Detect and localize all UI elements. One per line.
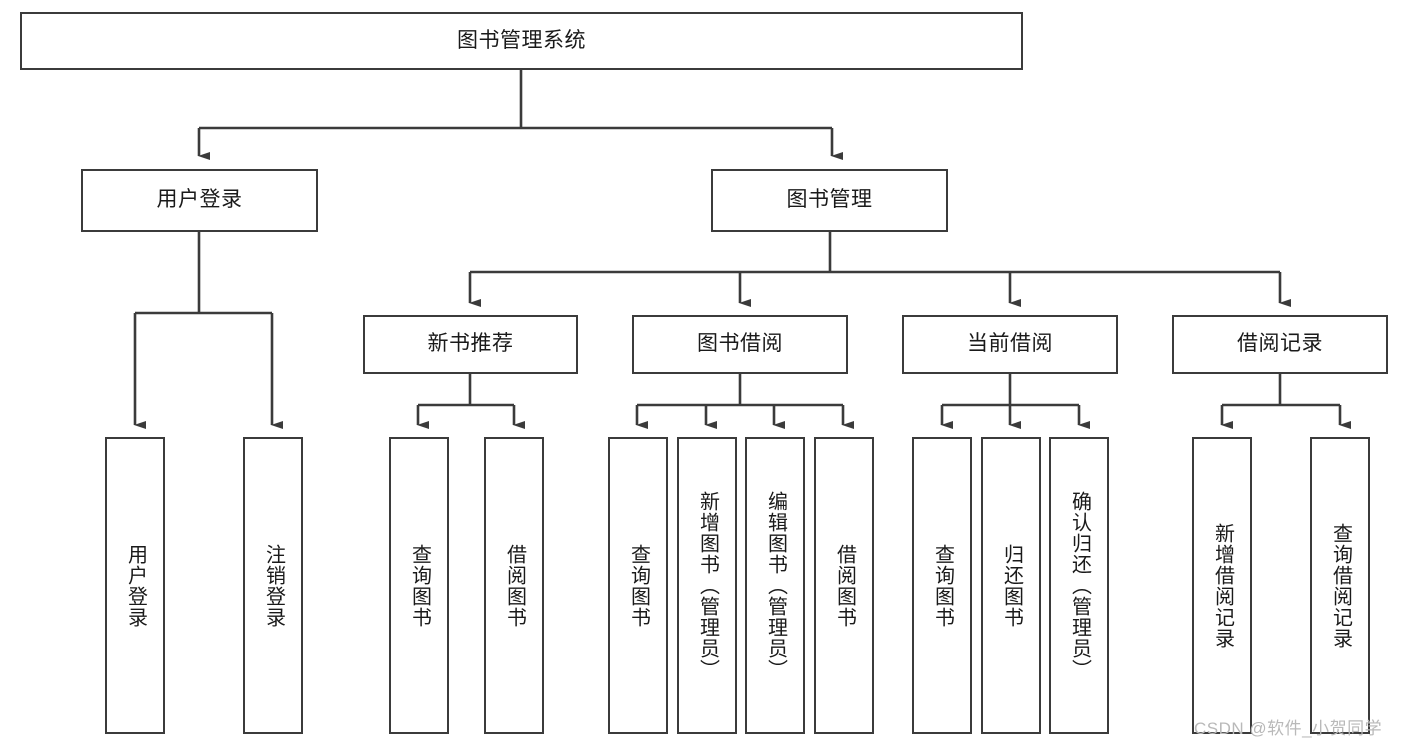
leaf-logout[interactable]: 注销登录 [243,437,303,734]
leaf-newrec-borrow-book[interactable]: 借阅图书 [484,437,544,734]
node-book-borrow-label: 图书借阅 [697,332,783,356]
leaf-current-return-book-label: 归还图书 [1000,543,1023,628]
node-new-book-recommend[interactable]: 新书推荐 [363,315,578,374]
leaf-borrow-borrow-book[interactable]: 借阅图书 [814,437,874,734]
leaf-logout-label: 注销登录 [262,543,285,628]
leaf-newrec-query-book[interactable]: 查询图书 [389,437,449,734]
node-new-book-recommend-label: 新书推荐 [427,332,514,356]
leaf-current-confirm-return-admin[interactable]: 确认归还（管理员） [1049,437,1109,734]
leaf-borrow-add-book-admin[interactable]: 新增图书（管理员） [677,437,737,734]
leaf-record-query[interactable]: 查询借阅记录 [1310,437,1370,734]
leaf-current-query-book[interactable]: 查询图书 [912,437,972,734]
leaf-borrow-edit-book-admin-label: 编辑图书（管理员） [764,491,787,680]
leaf-current-confirm-return-admin-label: 确认归还（管理员） [1068,491,1091,680]
node-borrow-record-label: 借阅记录 [1237,332,1323,356]
leaf-borrow-query-book-label: 查询图书 [627,543,650,628]
leaf-record-add[interactable]: 新增借阅记录 [1192,437,1252,734]
leaf-borrow-add-book-admin-label: 新增图书（管理员） [696,491,719,680]
leaf-borrow-query-book[interactable]: 查询图书 [608,437,668,734]
node-user-login[interactable]: 用户登录 [81,169,318,232]
csdn-watermark: CSDN @软件_小贺同学 [1194,719,1383,738]
node-user-login-label: 用户登录 [156,188,243,212]
leaf-newrec-borrow-book-label: 借阅图书 [503,543,526,628]
leaf-current-return-book[interactable]: 归还图书 [981,437,1041,734]
node-root[interactable]: 图书管理系统 [20,12,1023,70]
node-borrow-record[interactable]: 借阅记录 [1172,315,1388,374]
node-current-borrow[interactable]: 当前借阅 [902,315,1118,374]
leaf-user-login-label: 用户登录 [124,543,147,628]
leaf-newrec-query-book-label: 查询图书 [408,543,431,628]
leaf-record-add-label: 新增借阅记录 [1211,522,1234,649]
node-book-manage[interactable]: 图书管理 [711,169,948,232]
node-root-label: 图书管理系统 [457,28,586,52]
node-current-borrow-label: 当前借阅 [967,332,1053,356]
leaf-current-query-book-label: 查询图书 [931,543,954,628]
node-book-borrow[interactable]: 图书借阅 [632,315,848,374]
leaf-borrow-edit-book-admin[interactable]: 编辑图书（管理员） [745,437,805,734]
node-book-manage-label: 图书管理 [786,188,873,212]
leaf-user-login[interactable]: 用户登录 [105,437,165,734]
leaf-borrow-borrow-book-label: 借阅图书 [833,543,856,628]
leaf-record-query-label: 查询借阅记录 [1329,522,1352,649]
